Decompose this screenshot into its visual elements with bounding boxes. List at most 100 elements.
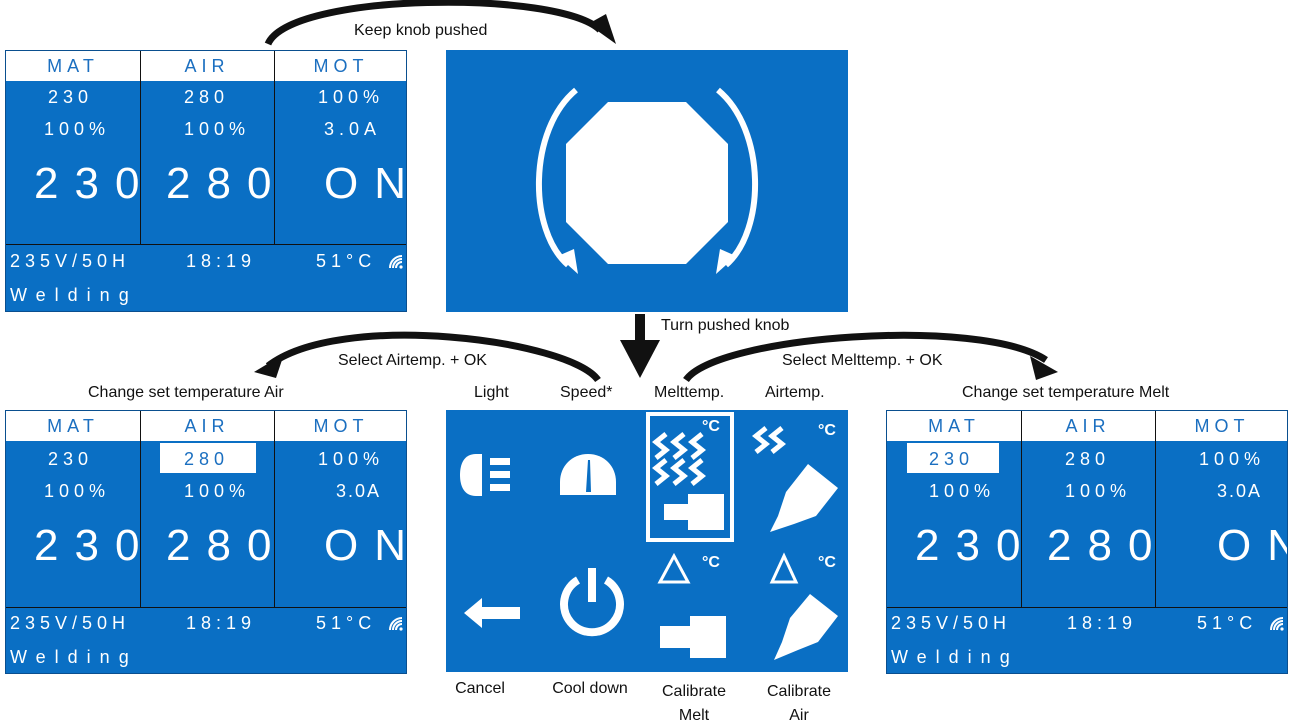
status-readout: Welding: [10, 285, 138, 305]
arrowhead: [254, 354, 284, 378]
mat-actual-value: 230: [915, 521, 1037, 570]
mat-actual-value: 230: [34, 159, 156, 208]
arrowhead: [588, 14, 616, 44]
calibrate-air-icon[interactable]: [758, 550, 848, 668]
menu-panel: °C °C °C °C: [446, 410, 848, 672]
caption-select-airtemp: Select Airtemp. + OK: [338, 352, 487, 369]
header-air: AIR: [1065, 416, 1111, 436]
mot-current-value: 3.0A: [1217, 481, 1263, 501]
header-mot: MOT: [313, 416, 369, 436]
air-actual-value: 280: [166, 521, 288, 570]
melttemp-unit: °C: [702, 418, 720, 435]
light-icon[interactable]: [460, 450, 540, 500]
air-set-value: 280: [184, 87, 230, 107]
mat-power-value: 100%: [44, 119, 111, 139]
divider: [274, 411, 275, 607]
mat-actual-value: 230: [34, 521, 156, 570]
status-readout: Welding: [10, 647, 138, 667]
caption-change-melt: Change set temperature Melt: [962, 384, 1170, 401]
arrow-down-shaft: [635, 314, 645, 344]
signal-icon: [389, 255, 403, 269]
menu-label-calibrate-air: Calibrate Air: [766, 683, 832, 724]
menu-label-speed: Speed*: [560, 384, 613, 401]
divider: [140, 51, 141, 244]
signal-icon: [389, 617, 403, 631]
menu-label-calibrate-melt: Calibrate Melt: [661, 683, 727, 724]
menu-label-cool-down: Cool down: [552, 680, 628, 697]
device-temp-readout: 51°C: [316, 613, 377, 633]
back-arrow-icon[interactable]: [464, 596, 520, 630]
divider: [140, 411, 141, 607]
header-mat: MAT: [47, 416, 99, 436]
knob-icon: [535, 87, 759, 274]
melttemp-selected-frame[interactable]: [646, 412, 734, 542]
panel-header: [6, 51, 406, 81]
air-set-value-selected[interactable]: 280: [184, 449, 230, 469]
mot-speed-value: 100%: [318, 87, 385, 107]
mot-current-value: 3.0A: [336, 481, 382, 501]
calibrate-melt-icon[interactable]: [654, 550, 734, 668]
mot-speed-value: 100%: [318, 449, 385, 469]
menu-label-melttemp: Melttemp.: [654, 384, 725, 401]
mat-power-value: 100%: [44, 481, 111, 501]
arrowhead: [1030, 356, 1058, 380]
calibrate-air-unit: °C: [818, 554, 836, 571]
divider: [1155, 411, 1156, 607]
voltage-readout: 235V/50H: [891, 613, 1012, 633]
display-panel-melt-edit: MAT AIR MOT 230 280 100% 100% 100% 3.0A …: [886, 410, 1288, 674]
mot-current-value: 3.0A: [324, 119, 382, 139]
device-temp-readout: 51°C: [316, 251, 377, 271]
status-readout: Welding: [891, 647, 1019, 667]
caption-select-melttemp: Select Melttemp. + OK: [782, 352, 943, 369]
calibrate-melt-unit: °C: [702, 554, 720, 571]
air-set-value: 280: [1065, 449, 1111, 469]
caption-change-air: Change set temperature Air: [88, 384, 284, 401]
melttemp-icon[interactable]: [651, 420, 732, 538]
air-power-value: 100%: [1065, 481, 1132, 501]
panel-header: [887, 411, 1287, 441]
panel-header: [6, 411, 406, 441]
caption-turn-pushed-knob: Turn pushed knob: [661, 317, 790, 334]
header-air: AIR: [184, 56, 230, 76]
knob-panel: [446, 50, 848, 312]
header-mot: MOT: [1194, 416, 1250, 436]
menu-label-light: Light: [474, 384, 509, 401]
mot-status-value: ON: [324, 521, 406, 570]
clock-readout: 18:19: [1067, 613, 1138, 633]
speed-gauge-icon[interactable]: [558, 450, 618, 500]
divider: [274, 51, 275, 244]
airtemp-icon[interactable]: [751, 420, 848, 538]
header-air: AIR: [184, 416, 230, 436]
mat-set-highlight[interactable]: [907, 443, 999, 473]
air-actual-value: 280: [166, 159, 288, 208]
voltage-readout: 235V/50H: [10, 251, 131, 271]
display-panel-air-edit: MAT AIR MOT 230 280 100% 100% 100% 3.0A …: [5, 410, 407, 674]
air-power-value: 100%: [184, 119, 251, 139]
arrow-select-air: [265, 331, 601, 383]
mot-status-value: ON: [1217, 521, 1287, 570]
divider: [887, 607, 1287, 608]
header-mot: MOT: [313, 56, 369, 76]
air-actual-value: 280: [1047, 521, 1169, 570]
airtemp-unit: °C: [818, 422, 836, 439]
mat-set-value: 230: [48, 87, 94, 107]
mat-set-value: 230: [48, 449, 94, 469]
divider: [6, 244, 406, 245]
clock-readout: 18:19: [186, 251, 257, 271]
mat-set-value-selected[interactable]: 230: [929, 449, 975, 469]
divider: [6, 607, 406, 608]
caption-keep-knob-pushed: Keep knob pushed: [354, 22, 488, 39]
signal-icon: [1270, 617, 1284, 631]
arrow-select-melt: [683, 331, 1048, 383]
power-icon[interactable]: [556, 566, 628, 642]
arrow-keep-pushed: [264, 0, 603, 46]
device-temp-readout: 51°C: [1197, 613, 1258, 633]
divider: [1021, 411, 1022, 607]
mot-speed-value: 100%: [1199, 449, 1266, 469]
header-mat: MAT: [47, 56, 99, 76]
menu-label-airtemp: Airtemp.: [765, 384, 825, 401]
voltage-readout: 235V/50H: [10, 613, 131, 633]
arrow-down-head: [620, 340, 660, 378]
air-set-highlight[interactable]: [160, 443, 256, 473]
